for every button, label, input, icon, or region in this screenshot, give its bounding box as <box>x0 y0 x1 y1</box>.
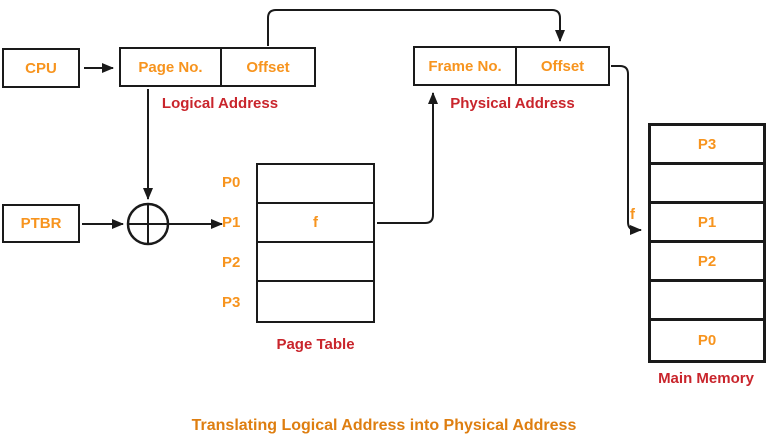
connector-pagetable-to-frameno <box>377 92 438 224</box>
diagram-title: Translating Logical Address into Physica… <box>191 417 577 434</box>
main-memory-cell: P1 <box>651 204 763 243</box>
connector-logical-offset-to-physical-offset <box>267 9 565 46</box>
page-table-entry <box>258 282 373 321</box>
main-memory-cell: P2 <box>651 243 763 282</box>
page-table-row-label-p1: P1 <box>222 214 241 231</box>
main-memory: P3 P1 P2 P0 <box>648 123 766 363</box>
page-table-row-label-p2: P2 <box>222 254 241 271</box>
physical-offset-cell: Offset <box>515 48 608 84</box>
page-table-row-label-p0: P0 <box>222 174 241 191</box>
page-table-caption: Page Table <box>276 336 355 353</box>
connector-physical-to-mainmemory <box>611 65 642 235</box>
logical-address-box: Page No. Offset <box>119 47 316 87</box>
main-memory-cell <box>651 282 763 321</box>
main-memory-cell: P0 <box>697 332 717 349</box>
physical-address-box: Frame No. Offset <box>413 46 610 86</box>
logical-offset-cell: Offset <box>220 49 314 85</box>
page-table-entry <box>258 165 373 204</box>
physical-frame-no-cell: Frame No. <box>428 57 502 75</box>
physical-address-caption: Physical Address <box>450 95 575 112</box>
main-memory-cell: P3 <box>651 126 763 165</box>
cpu-label: CPU <box>25 59 57 77</box>
page-table-entry <box>258 243 373 282</box>
logical-page-no-cell: Page No. <box>138 58 203 76</box>
page-table: f <box>256 163 375 323</box>
ptbr-box: PTBR <box>2 204 80 243</box>
page-table-row-label-p3: P3 <box>222 294 241 311</box>
page-table-entry: f <box>258 204 373 243</box>
main-memory-cell <box>651 165 763 204</box>
logical-address-caption: Logical Address <box>161 95 279 112</box>
main-memory-caption: Main Memory <box>658 370 754 387</box>
cpu-box: CPU <box>2 48 80 88</box>
adder-circle-plus-icon <box>126 202 170 246</box>
ptbr-label: PTBR <box>20 215 62 232</box>
main-memory-frame-pointer-label: f <box>630 206 635 223</box>
